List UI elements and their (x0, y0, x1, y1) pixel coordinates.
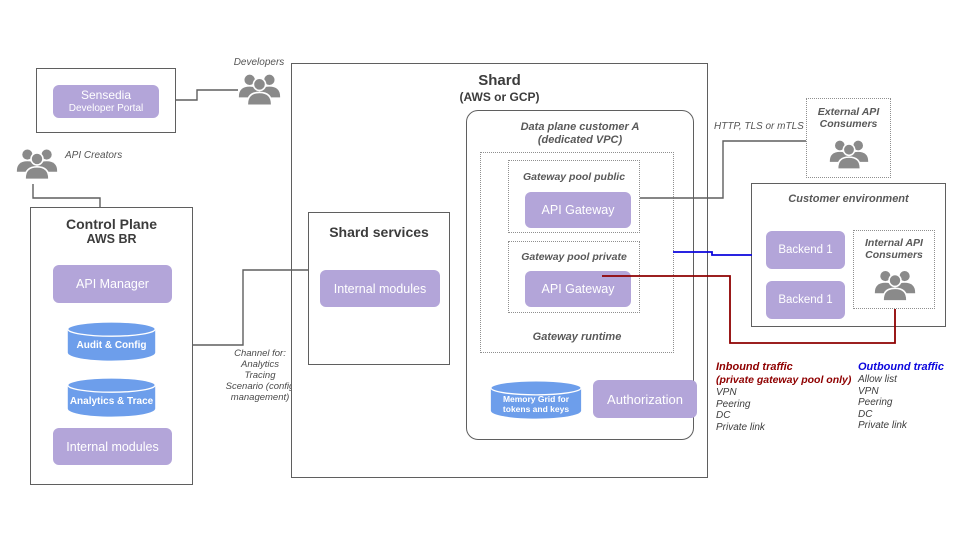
internal-consumers-group-icon (874, 265, 916, 305)
external-consumers-line1: External API (817, 106, 880, 118)
api-gateway-private-node: API Gateway (525, 271, 631, 307)
api-manager-node: API Manager (53, 265, 172, 303)
external-api-consumers-container: External API Consumers (806, 98, 891, 178)
data-plane-container: Data plane customer A (dedicated VPC) Ga… (466, 110, 697, 440)
list-item: Peering (858, 397, 893, 408)
gateway-pool-private-label: Gateway pool private (521, 251, 627, 263)
internal-api-consumers-label: Internal API Consumers (854, 237, 934, 261)
shard-services-internal-modules-node: Internal modules (320, 270, 440, 307)
customer-environment-title: Customer environment (788, 193, 909, 205)
list-item: Tracing (244, 370, 276, 381)
portal-vendor-label: Sensedia (80, 87, 132, 102)
shard-services-container: Shard services Internal modules (308, 212, 450, 365)
api-gateway-public-node: API Gateway (525, 192, 631, 228)
list-item: Scenario (config (225, 381, 295, 392)
data-plane-title: Data plane customer A (520, 121, 640, 133)
authorization-node: Authorization (593, 380, 697, 418)
api-creators-label: API Creators (65, 150, 123, 161)
developer-portal-node: Sensedia Developer Portal (53, 85, 159, 118)
list-item: Private link (858, 420, 907, 431)
memory-grid-label-line1: Memory Grid for (502, 394, 570, 404)
api-creators-group-icon (16, 143, 58, 184)
outbound-title: Outbound traffic (858, 361, 944, 373)
analytics-trace-label: Analytics & Trace (69, 396, 154, 407)
gateway-pool-public-container: Gateway pool public API Gateway (508, 160, 640, 233)
external-consumers-group-icon (829, 135, 869, 173)
control-plane-internal-modules-node: Internal modules (53, 428, 172, 465)
gateway-runtime-container: Gateway pool public API Gateway Gateway … (480, 152, 674, 353)
developer-portal-container: Sensedia Developer Portal (36, 68, 176, 133)
inbound-subtitle: (private gateway pool only) (716, 374, 852, 386)
backend-node-a: Backend 1 (766, 231, 845, 269)
list-item: VPN (716, 387, 737, 398)
list-item: Allow list (858, 374, 897, 385)
inbound-title: Inbound traffic (716, 361, 793, 373)
backend-node-b: Backend 1 (766, 281, 845, 319)
internal-consumers-line2: Consumers (865, 249, 923, 261)
memory-grid-label-line2: tokens and keys (502, 404, 570, 414)
list-item: VPN (858, 385, 879, 397)
list-item: DC (858, 408, 873, 420)
shard-title: Shard (478, 72, 521, 89)
creators-to-control-plane-connector (32, 184, 101, 207)
internal-consumers-line1: Internal API (865, 237, 923, 249)
portal-product-label: Developer Portal (68, 102, 144, 114)
data-plane-subtitle: (dedicated VPC) (537, 134, 623, 146)
shard-subtitle: (AWS or GCP) (459, 90, 540, 104)
shard-services-title: Shard services (329, 224, 429, 240)
list-item: Channel for: (234, 348, 286, 359)
gateway-pool-private-container: Gateway pool private API Gateway (508, 241, 640, 313)
control-plane-title: Control Plane (65, 216, 157, 232)
list-item: DC (716, 410, 731, 421)
control-plane-subtitle: AWS BR (86, 232, 137, 246)
audit-config-database: Audit & Config (65, 320, 158, 362)
customer-environment-container: Customer environment Backend 1 Backend 1… (751, 183, 946, 327)
external-consumers-line2: Consumers (819, 118, 878, 130)
audit-config-label: Audit & Config (76, 340, 147, 351)
developers-group-icon (238, 68, 281, 110)
external-api-consumers-label: External API Consumers (807, 106, 890, 130)
gateway-pool-public-label: Gateway pool public (522, 171, 626, 183)
http-tls-label: HTTP, TLS or mTLS (714, 121, 804, 132)
analytics-trace-database: Analytics & Trace (65, 376, 158, 418)
gateway-runtime-label: Gateway runtime (532, 331, 622, 343)
list-item: Private link (716, 421, 765, 433)
control-plane-container: Control Plane AWS BR API Manager Audit &… (30, 207, 193, 485)
inbound-traffic-note: Inbound traffic (private gateway pool on… (716, 361, 858, 433)
developers-label: Developers (233, 57, 285, 68)
list-item: Analytics (240, 359, 279, 370)
memory-grid-database: Memory Grid for tokens and keys (488, 379, 584, 420)
internal-api-consumers-container: Internal API Consumers (853, 230, 935, 309)
portal-to-developers-connector (176, 89, 238, 101)
list-item: management) (230, 392, 290, 403)
list-item: Peering (716, 398, 751, 410)
